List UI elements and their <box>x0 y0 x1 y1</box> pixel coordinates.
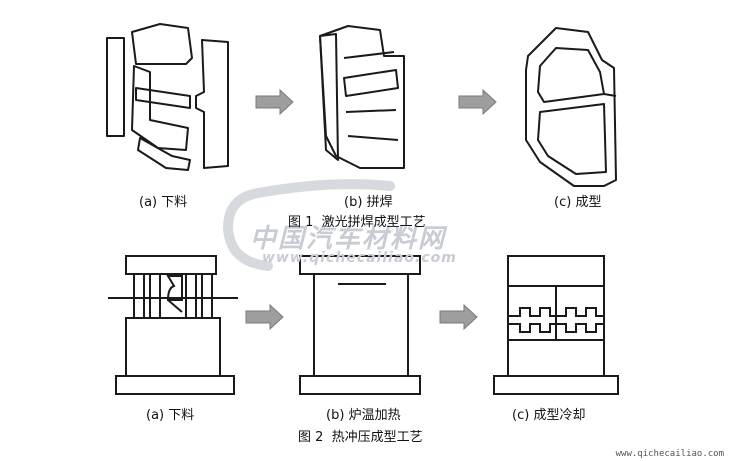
fig1-b-outline <box>319 25 405 169</box>
fig1-arrow-1 <box>255 88 294 116</box>
fig2-a-guide-2 <box>149 273 161 319</box>
watermark-logo <box>223 179 395 271</box>
fig1-b-strip <box>319 33 339 161</box>
watermark-url: www.qichecailiao.com <box>262 250 457 266</box>
fig2-c-lower <box>507 339 605 377</box>
fig2-b-body <box>313 273 409 377</box>
corner-url: www.qichecailiao.com <box>615 449 724 459</box>
fig2-a-die <box>108 255 238 395</box>
fig2-a-top-block <box>125 255 217 275</box>
fig2-b-furnace <box>299 255 421 395</box>
fig2-a-guide-1 <box>133 273 145 319</box>
fig2-arrow-1 <box>245 303 284 331</box>
fig2-b-text: 炉温加热 <box>348 408 401 423</box>
fig1-b-label: (b) 拼焊 <box>344 195 393 210</box>
fig1-c-lower-panel <box>537 103 607 175</box>
fig2-c-mid-right <box>555 285 605 341</box>
fig2-arrows <box>245 303 478 331</box>
watermark-name: 中国汽车材料网 <box>250 224 447 254</box>
fig2-a-cutter <box>166 275 183 301</box>
fig1-b-band <box>343 69 399 97</box>
fig2-b-base <box>299 375 421 395</box>
fig1-a-center-strip <box>135 87 191 109</box>
fig1-a-marker: a <box>144 195 153 210</box>
fig1-b-welded-blank <box>319 25 405 169</box>
fig1-c-label: (c) 成型 <box>554 195 602 210</box>
fig2-a-blade <box>167 299 183 313</box>
fig2-a-text: 下料 <box>168 408 195 423</box>
fig1-b-marker: b <box>349 195 358 210</box>
fig1-c-text: 成型 <box>575 195 602 210</box>
fig2-c-profile-right-b <box>556 323 604 333</box>
fig1-b-weld-line-1 <box>343 51 395 59</box>
fig1-b-weld-line-3 <box>347 135 399 141</box>
fig1-a-text: 下料 <box>161 195 188 210</box>
fig1-c-marker: c <box>559 195 567 210</box>
fig1-b-weld-line-2 <box>345 109 397 113</box>
fig2-c-profile-left <box>508 307 556 317</box>
fig2-c-marker: c <box>517 408 525 423</box>
fig1-c-upper-panel <box>537 47 605 103</box>
fig2-c-profile-left-b <box>508 323 556 333</box>
fig1-c-outer <box>525 27 617 187</box>
fig2-c-text: 成型冷却 <box>533 408 586 423</box>
fig1-caption-num: 图 1 <box>288 215 314 230</box>
fig2-b-top <box>299 255 421 275</box>
fig1-c-flange <box>603 93 617 97</box>
fig2-c-press <box>493 255 619 395</box>
fig2-a-lower-die <box>125 317 221 377</box>
fig2-c-profile-right <box>556 307 604 317</box>
fig1-a-left-main <box>131 65 189 151</box>
fig1-arrows <box>255 88 497 116</box>
fig2-a-marker: a <box>151 408 160 423</box>
fig2-a-guide-4 <box>201 273 213 319</box>
fig2-a-base <box>115 375 235 395</box>
fig1-a-right-strip <box>195 39 229 169</box>
fig2-caption-text: 热冲压成型工艺 <box>331 430 423 445</box>
fig1-caption: 图 1 激光拼焊成型工艺 <box>288 211 426 230</box>
fig2-b-label: (b) 炉温加热 <box>326 408 401 423</box>
fig2-a-label: (a) 下料 <box>146 408 195 423</box>
fig1-arrow-2 <box>458 88 497 116</box>
fig1-a-blanks <box>106 23 229 171</box>
fig2-arrow-2 <box>439 303 478 331</box>
fig1-a-lower-piece <box>137 137 191 171</box>
fig1-caption-text: 激光拼焊成型工艺 <box>321 215 426 230</box>
fig1-b-text: 拼焊 <box>366 195 393 210</box>
fig1-a-label: (a) 下料 <box>139 195 188 210</box>
fig1-a-upper-piece <box>131 23 193 65</box>
fig2-caption: 图 2 热冲压成型工艺 <box>298 426 423 445</box>
fig2-c-base <box>493 375 619 395</box>
fig2-b-marker: b <box>331 408 340 423</box>
fig2-caption-num: 图 2 <box>298 430 324 445</box>
fig2-c-label: (c) 成型冷却 <box>512 408 586 423</box>
fig2-c-upper <box>507 255 605 287</box>
fig1-c-formed-part <box>525 27 617 187</box>
fig2-a-guide-3 <box>185 273 197 319</box>
fig1-a-left-strip <box>106 37 125 137</box>
